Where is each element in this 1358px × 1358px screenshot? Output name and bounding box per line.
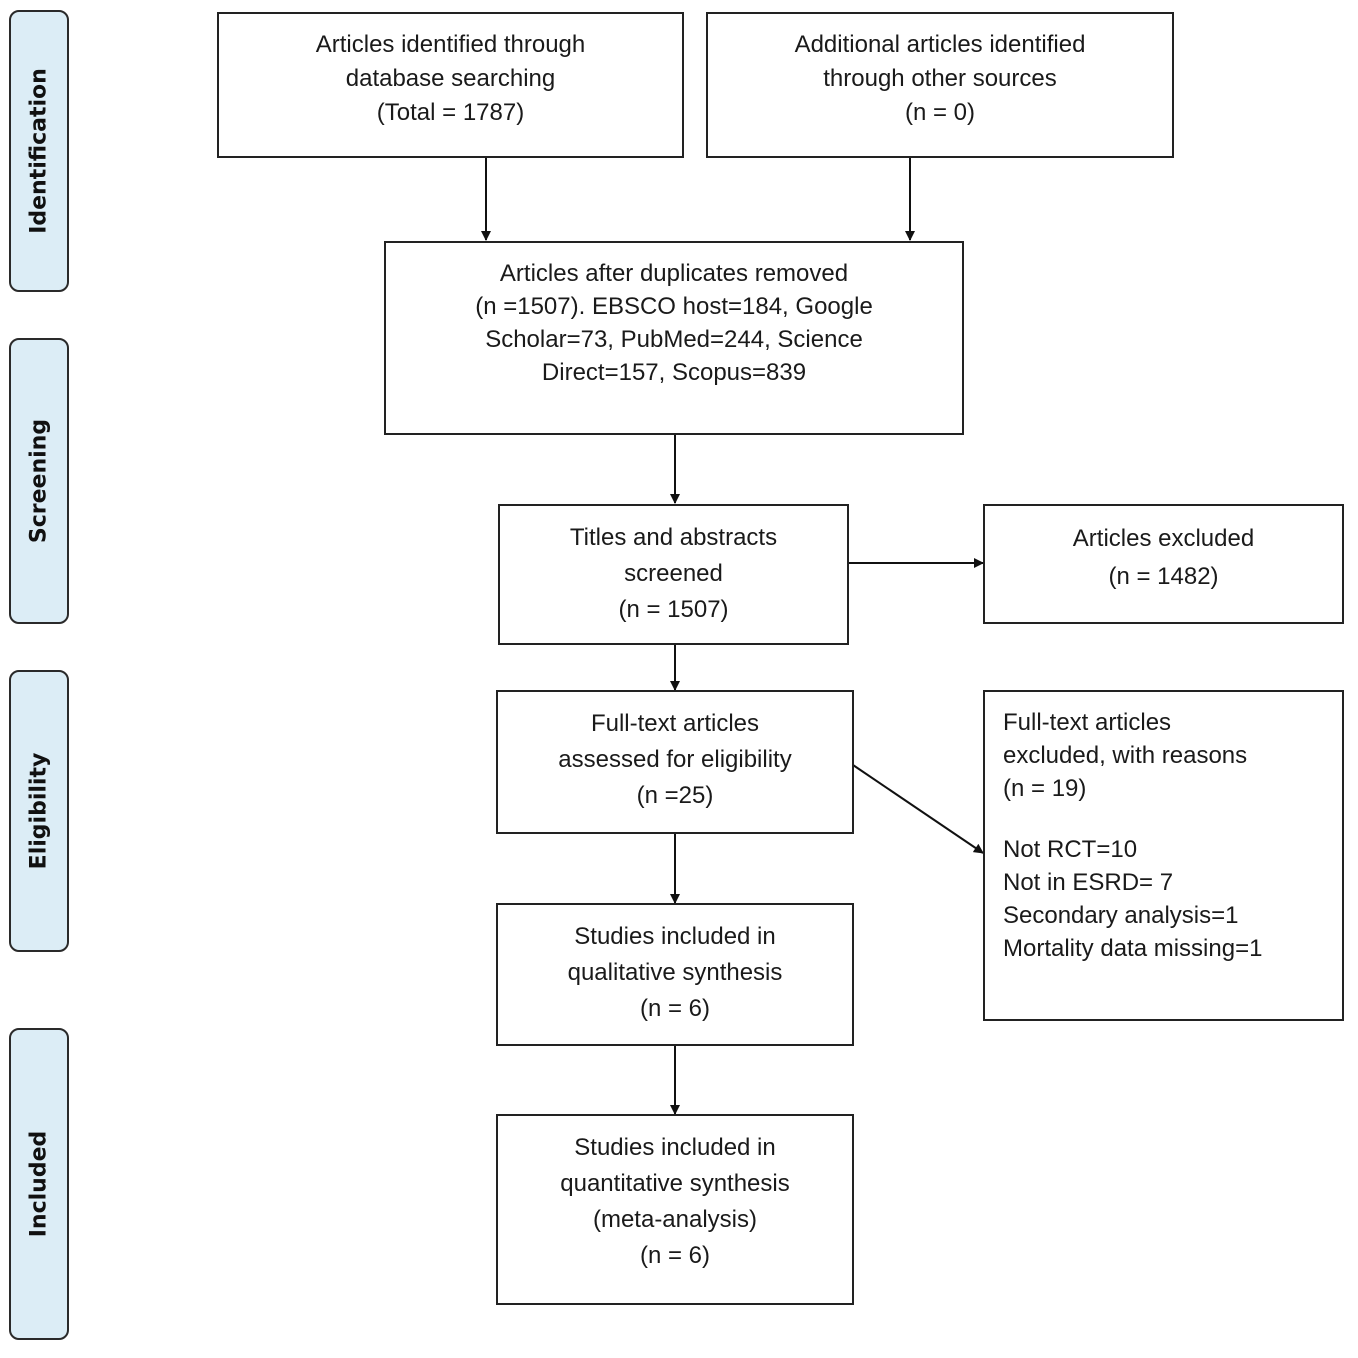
other-sources-count: (n = 0) [904,99,976,126]
quantitative-count: (n = 6) [639,1242,711,1269]
quantitative-line-2: quantitative synthesis [560,1170,790,1197]
qualitative-synthesis-box: Studies included in qualitative synthesi… [496,903,854,1046]
fulltext-assessed-count: (n =25) [636,782,714,809]
qualitative-line-1: Studies included in [574,923,776,950]
duplicates-removed-line-3: Scholar=73, PubMed=244, Science [485,326,863,353]
fulltext-assessed-line-1: Full-text articles [590,710,760,737]
database-search-line-1: Articles identified through [315,31,586,58]
exclusion-reason-not-esrd: Not in ESRD= 7 [1003,869,1174,896]
other-sources-box: Additional articles identified through o… [706,12,1174,158]
fulltext-excluded-count: (n = 19) [1003,775,1087,802]
fulltext-assessed-box: Full-text articles assessed for eligibil… [496,690,854,834]
duplicates-removed-box: Articles after duplicates removed (n =15… [384,241,964,435]
excluded-box: Articles excluded (n = 1482) [983,504,1344,624]
other-sources-line-1: Additional articles identified [794,31,1086,58]
screened-line-2: screened [624,560,723,587]
screened-count: (n = 1507) [618,596,729,623]
phase-included: Included [9,1028,69,1340]
database-search-line-2: database searching [345,65,556,92]
quantitative-line-1: Studies included in [574,1134,776,1161]
arrow-fulltext-to-excluded [852,764,984,854]
fulltext-excluded-line-1: Full-text articles [1003,709,1172,736]
excluded-line-1: Articles excluded [1072,525,1255,552]
spacer [1003,805,1342,833]
screened-line-1: Titles and abstracts [569,524,778,551]
quantitative-line-3: (meta-analysis) [592,1206,758,1233]
phase-screening: Screening [9,338,69,624]
phase-identification: Identification [9,10,69,292]
fulltext-assessed-line-2: assessed for eligibility [558,746,792,773]
phase-eligibility: Eligibility [9,670,69,952]
fulltext-excluded-box: Full-text articles excluded, with reason… [983,690,1344,1021]
other-sources-line-2: through other sources [823,65,1057,92]
database-search-box: Articles identified through database sea… [217,12,684,158]
duplicates-removed-line-2: (n =1507). EBSCO host=184, Google [475,293,873,320]
duplicates-removed-line-1: Articles after duplicates removed [499,260,849,287]
screened-box: Titles and abstracts screened (n = 1507) [498,504,849,645]
database-search-count: (Total = 1787) [376,99,525,126]
exclusion-reason-not-rct: Not RCT=10 [1003,836,1138,863]
duplicates-removed-line-4: Direct=157, Scopus=839 [541,359,807,386]
exclusion-reason-mortality: Mortality data missing=1 [1003,935,1263,962]
exclusion-reason-secondary: Secondary analysis=1 [1003,902,1239,929]
qualitative-count: (n = 6) [639,995,711,1022]
excluded-count: (n = 1482) [1108,563,1219,590]
qualitative-line-2: qualitative synthesis [567,959,783,986]
quantitative-synthesis-box: Studies included in quantitative synthes… [496,1114,854,1305]
fulltext-excluded-line-2: excluded, with reasons [1003,742,1248,769]
